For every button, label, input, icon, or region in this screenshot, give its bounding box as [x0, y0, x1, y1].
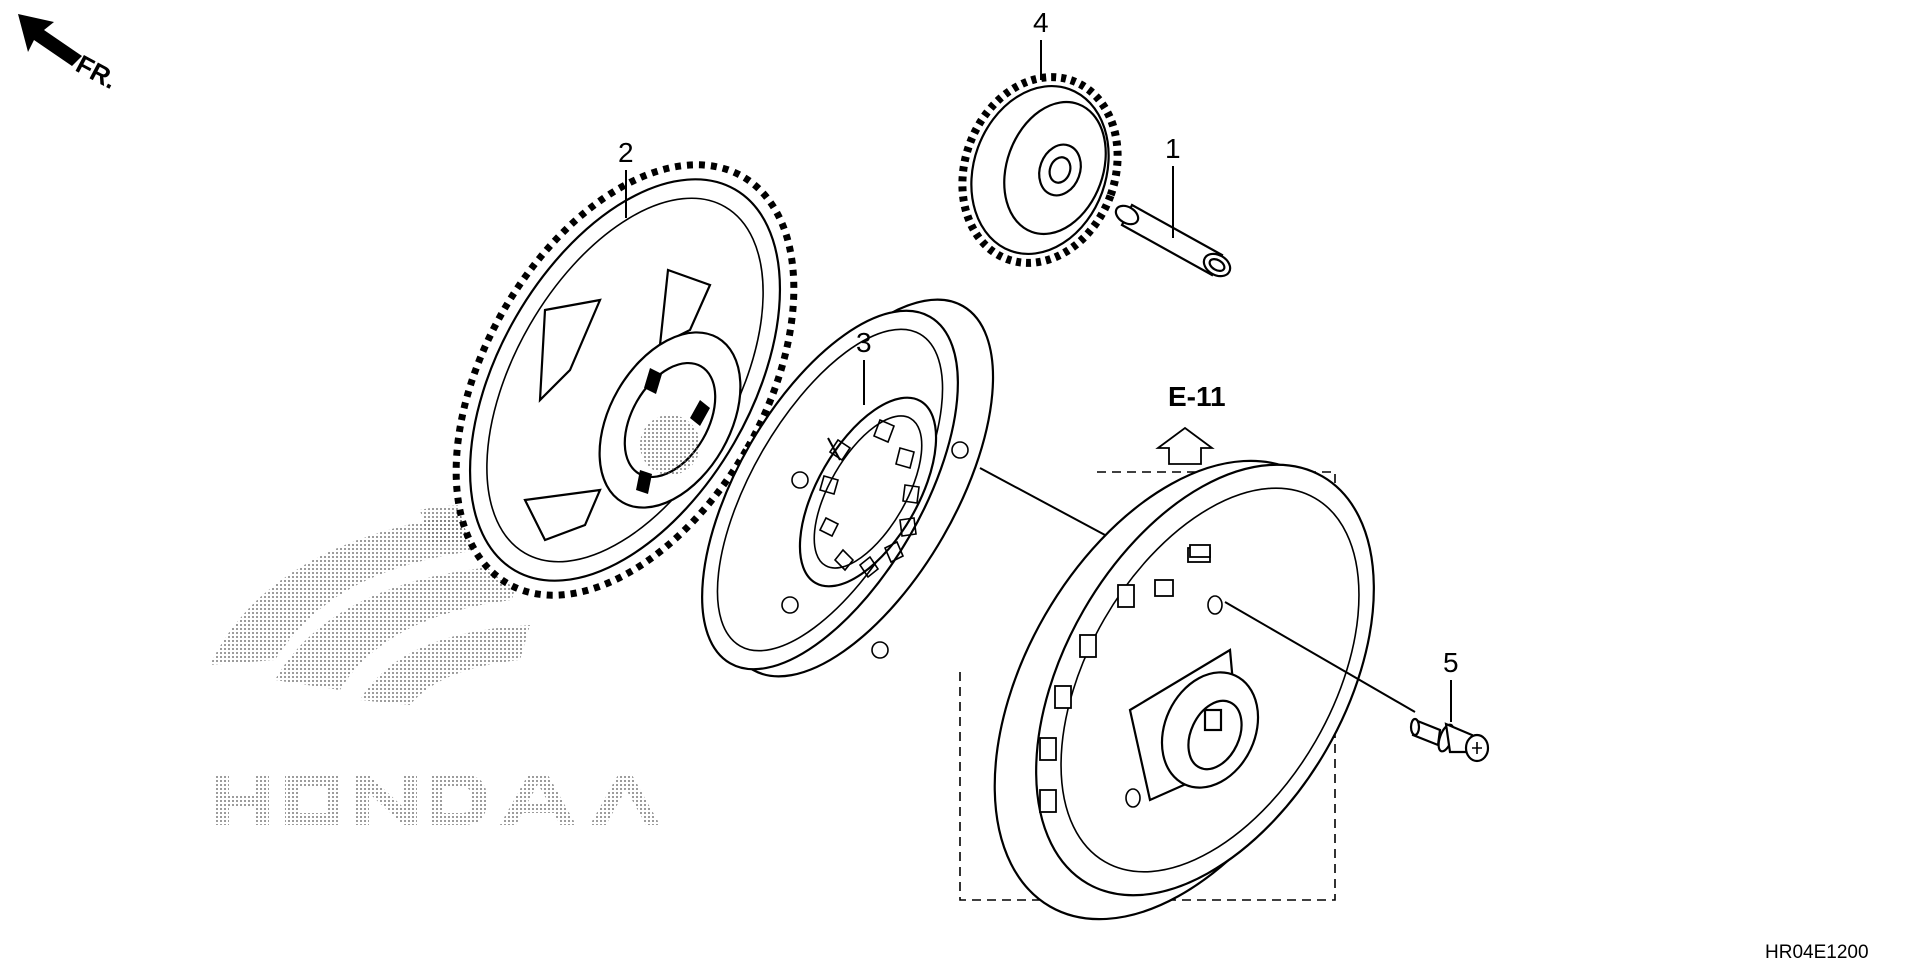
- honda-watermark: [210, 504, 660, 825]
- bolt-leader-line: [1224, 601, 1416, 713]
- flange-bolt: [1409, 717, 1490, 763]
- flywheel: [993, 459, 1375, 921]
- callout-5: 5: [1443, 647, 1459, 722]
- callout-3: 3: [856, 327, 872, 405]
- assembly-leader-line: [979, 467, 1106, 536]
- callout-1: 1: [1165, 133, 1181, 238]
- starter-clutch-outer: [701, 298, 995, 678]
- callout-1-number: 1: [1165, 133, 1181, 164]
- up-arrow-icon: [1155, 426, 1215, 465]
- idle-gear-shaft: [1114, 203, 1232, 278]
- starter-idle-gear: [958, 73, 1122, 267]
- callout-3-number: 3: [856, 327, 872, 358]
- reference-label: E-11: [1168, 381, 1226, 412]
- callout-2-number: 2: [618, 137, 634, 168]
- reference-callout: E-11: [1155, 381, 1226, 465]
- starter-driven-gear: [452, 161, 798, 599]
- diagram-code: HR04E1200: [1765, 942, 1869, 960]
- callout-4-number: 4: [1033, 7, 1049, 38]
- front-arrow-icon: [18, 14, 82, 66]
- callout-2: 2: [618, 137, 634, 218]
- callout-4: 4: [1033, 7, 1049, 80]
- honda-wordmark: [215, 775, 660, 825]
- front-direction-indicator: FR.: [18, 14, 122, 95]
- callout-5-number: 5: [1443, 647, 1459, 678]
